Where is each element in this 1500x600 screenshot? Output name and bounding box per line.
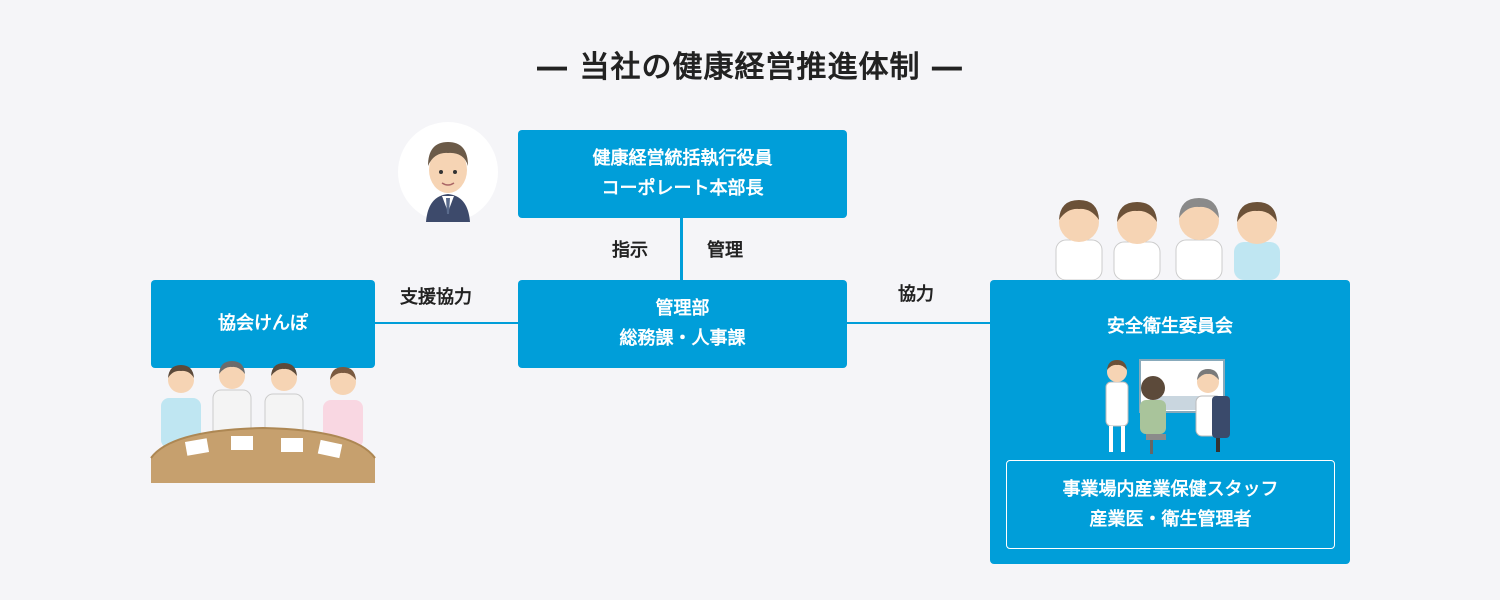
occupational-health-staff-line2: 産業医・衛生管理者 — [1089, 508, 1252, 530]
safety-committee-label: 安全衛生委員会 — [1107, 316, 1233, 337]
occupational-health-staff-box: 事業場内産業保健スタッフ 産業医・衛生管理者 — [1006, 460, 1335, 549]
health-staff-group-icon — [1055, 198, 1280, 281]
executive-box-line1: 健康経営統括執行役員 — [592, 148, 773, 169]
safety-committee-box: 安全衛生委員会 — [990, 280, 1350, 564]
management-box-line2: 総務課・人事課 — [619, 328, 746, 349]
executive-avatar-icon — [398, 122, 498, 222]
occupational-health-staff-line1: 事業場内産業保健スタッフ — [1062, 478, 1279, 500]
support-label: 支援協力 — [400, 287, 472, 308]
meeting-table-icon — [150, 361, 376, 483]
manage-label: 管理 — [707, 240, 743, 261]
connector-kyokai-mgmt — [374, 322, 518, 324]
kyokai-kenpo-label: 協会けんぽ — [218, 313, 308, 334]
executive-box: 健康経営統括執行役員 コーポレート本部長 — [518, 130, 847, 218]
connector-mgmt-safety — [847, 322, 990, 324]
kyokai-kenpo-box: 協会けんぽ — [151, 280, 375, 368]
executive-box-line2: コーポレート本部長 — [601, 178, 764, 199]
instruct-label: 指示 — [612, 240, 648, 261]
cooperate-label: 協力 — [898, 284, 934, 305]
connector-exec-mgmt — [680, 218, 683, 280]
management-box-line1: 管理部 — [655, 298, 710, 319]
page-title: ― 当社の健康経営推進体制 ― — [537, 50, 963, 85]
management-box: 管理部 総務課・人事課 — [518, 280, 847, 368]
consultation-scene-icon — [1105, 359, 1230, 454]
